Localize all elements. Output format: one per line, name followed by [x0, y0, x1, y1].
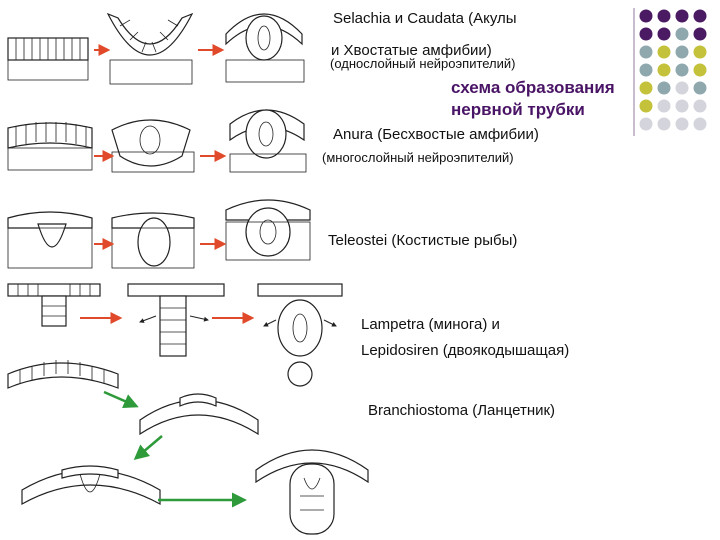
grid-dot-light_gray: [675, 99, 689, 113]
grid-dot-olive: [693, 45, 707, 59]
grid-dot-teal: [657, 81, 671, 95]
grid-dot-light_gray: [675, 117, 689, 131]
label-selachia-line2: и Хвостатые амфибии): [331, 42, 492, 59]
teleostei-stage-1: [7, 211, 93, 269]
label-teleostei: Teleostei (Костистые рыбы): [328, 232, 518, 249]
lampetra-stage-1: [7, 283, 101, 327]
anura-stage-3: [229, 109, 307, 173]
grid-dot-olive: [639, 99, 653, 113]
grid-dot-light_gray: [693, 99, 707, 113]
anura-stage-1: [7, 122, 93, 171]
grid-dot-olive: [639, 81, 653, 95]
selachia-stage-1: [7, 37, 89, 81]
grid-dot-olive: [657, 63, 671, 77]
title-line2: нервной трубки: [451, 100, 585, 119]
branchiostoma-stage-2: [139, 393, 259, 436]
grid-dot-light_gray: [693, 117, 707, 131]
grid-dot-light_gray: [639, 117, 653, 131]
grid-dot-olive: [657, 45, 671, 59]
selachia-stage-2: [106, 12, 194, 85]
lampetra-stage-2: [127, 283, 225, 357]
label-anura-note: (многослойный нейроэпителий): [322, 150, 514, 165]
label-branchiostoma: Branchiostoma (Ланцетник): [368, 402, 556, 419]
grid-dot-light_gray: [675, 81, 689, 95]
grid-dot-purple: [657, 27, 671, 41]
branchiostoma-stage-3: [21, 465, 161, 506]
teleostei-stage-2: [111, 212, 195, 269]
decorative-dot-grid: [639, 9, 707, 131]
grid-dot-teal: [675, 45, 689, 59]
grid-dot-teal: [639, 63, 653, 77]
grid-dot-purple: [639, 27, 653, 41]
branchiostoma-stage-4: [255, 449, 369, 535]
anura-stage-2: [111, 119, 195, 173]
grid-dot-light_gray: [657, 117, 671, 131]
lampetra-stage-3: [257, 283, 343, 387]
branchiostoma-stage-1: [7, 360, 119, 389]
grid-dot-purple: [693, 27, 707, 41]
arrow-green-1: [103, 390, 139, 409]
label-lampetra-line2: Lepidosiren (двоякодышащая): [361, 342, 570, 359]
title-line1: схема образования: [451, 78, 615, 97]
grid-dot-teal: [693, 81, 707, 95]
teleostei-stage-3: [225, 199, 311, 261]
grid-dot-olive: [693, 63, 707, 77]
label-lampetra-line1: Lampetra (минога) и: [361, 316, 500, 333]
arrow-green-2: [133, 435, 163, 460]
label-selachia-line1: Selachia и Caudata (Акулы: [333, 10, 517, 27]
grid-dot-purple: [675, 9, 689, 23]
label-anura: Anura (Бесхвостые амфибии): [333, 126, 539, 143]
grid-dot-purple: [693, 9, 707, 23]
grid-dot-teal: [675, 27, 689, 41]
selachia-stage-3: [225, 13, 305, 83]
grid-dot-purple: [639, 9, 653, 23]
label-selachia-note: (однослойный нейроэпителий): [330, 56, 516, 71]
grid-dot-teal: [675, 63, 689, 77]
grid-dot-teal: [639, 45, 653, 59]
grid-dot-purple: [657, 9, 671, 23]
grid-dot-light_gray: [657, 99, 671, 113]
